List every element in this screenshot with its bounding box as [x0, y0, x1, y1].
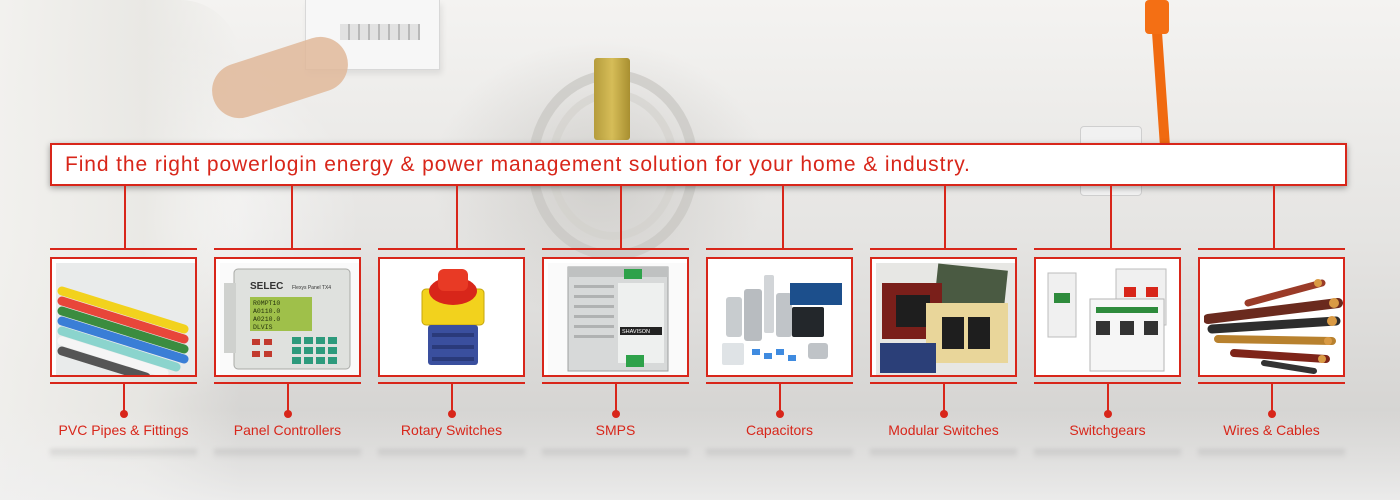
selec-logo: SELEC [250, 281, 283, 292]
card-bottom-rule [214, 382, 361, 384]
connector-line-top [456, 186, 458, 250]
card-bottom-rule [378, 382, 525, 384]
product-label[interactable]: PVC Pipes & Fittings [58, 422, 189, 438]
connector-dot [283, 410, 292, 418]
panel-screen-line-2: A0110.0 [253, 308, 280, 315]
connector-dot [447, 410, 456, 418]
product-card[interactable] [706, 257, 853, 377]
connector-dot [939, 410, 948, 418]
product-label[interactable]: Switchgears [1069, 422, 1146, 438]
card-top-rule [870, 248, 1017, 250]
card-top-rule [1198, 248, 1345, 250]
connector-line-top [124, 186, 126, 250]
product-card[interactable] [1034, 257, 1181, 377]
product-label[interactable]: Rotary Switches [400, 422, 503, 438]
wall-hook-background [594, 58, 630, 140]
label-shadow [870, 449, 1017, 459]
wires-cables-icon [1203, 263, 1343, 375]
card-top-rule [1034, 248, 1181, 250]
card-bottom-rule [706, 382, 853, 384]
connector-line-top [291, 186, 293, 250]
product-label[interactable]: Panel Controllers [233, 422, 342, 438]
headline-text: Find the right powerlogin energy & power… [65, 152, 971, 176]
panel-controller-icon: SELEC Flexys Panel TX4 R0MPT10 A0110.0 A… [220, 263, 359, 375]
label-shadow [542, 449, 689, 459]
card-bottom-rule [1034, 382, 1181, 384]
card-top-rule [706, 248, 853, 250]
card-top-rule [378, 248, 525, 250]
connector-dot [611, 410, 620, 418]
panel-screen-line-4: DLVIS [253, 324, 273, 331]
label-shadow [378, 449, 525, 459]
product-card[interactable] [378, 257, 525, 377]
label-shadow [50, 449, 197, 459]
pvc-pipes-icon [56, 263, 195, 375]
product-label[interactable]: Capacitors [746, 422, 813, 438]
card-bottom-rule [1198, 382, 1345, 384]
smps-brand: SHAVISON [622, 329, 650, 335]
product-card[interactable] [1198, 257, 1345, 377]
connector-dot [1267, 410, 1276, 418]
card-bottom-rule [542, 382, 689, 384]
product-card[interactable]: SELEC Flexys Panel TX4 R0MPT10 A0110.0 A… [214, 257, 361, 377]
switchgear-icon [1040, 263, 1179, 375]
card-bottom-rule [870, 382, 1017, 384]
connector-dot [1103, 410, 1112, 418]
connector-line-bottom [614, 384, 617, 411]
card-bottom-rule [50, 382, 197, 384]
label-shadow [1198, 449, 1345, 459]
card-top-rule [50, 248, 197, 250]
headline-banner: Find the right powerlogin energy & power… [50, 143, 1347, 186]
connector-line-bottom [1106, 384, 1109, 411]
panel-model: Flexys Panel TX4 [292, 285, 331, 291]
connector-line-bottom [778, 384, 781, 411]
capacitor-icon [712, 263, 851, 375]
product-label[interactable]: SMPS [595, 422, 636, 438]
connector-line-top [1110, 186, 1112, 250]
connector-line-bottom [942, 384, 945, 411]
label-shadow [1034, 449, 1181, 459]
background-fade [0, 410, 1400, 500]
connector-line-top [782, 186, 784, 250]
orange-plug-background [1145, 0, 1169, 34]
connector-line-bottom [286, 384, 289, 411]
product-label[interactable]: Modular Switches [888, 422, 999, 438]
breaker-row-background [340, 24, 420, 40]
product-card[interactable] [50, 257, 197, 377]
card-top-rule [542, 248, 689, 250]
connector-line-top [620, 186, 622, 250]
connector-line-bottom [122, 384, 125, 411]
panel-screen-line-3: A0210.0 [253, 316, 280, 323]
product-card[interactable]: SHAVISON [542, 257, 689, 377]
rotary-switch-icon [384, 263, 523, 375]
product-card[interactable] [870, 257, 1017, 377]
connector-line-bottom [450, 384, 453, 411]
connector-dot [119, 410, 128, 418]
modular-switch-icon [876, 263, 1015, 375]
label-shadow [706, 449, 853, 459]
connector-line-top [1273, 186, 1275, 250]
card-top-rule [214, 248, 361, 250]
product-label[interactable]: Wires & Cables [1223, 422, 1320, 438]
panel-screen-line-1: R0MPT10 [253, 300, 280, 307]
connector-dot [775, 410, 784, 418]
connector-line-bottom [1270, 384, 1273, 411]
smps-icon: SHAVISON [548, 263, 687, 375]
label-shadow [214, 449, 361, 459]
connector-line-top [944, 186, 946, 250]
